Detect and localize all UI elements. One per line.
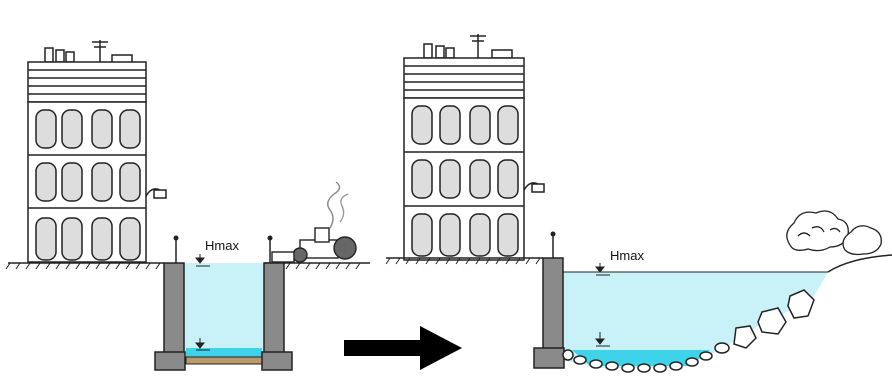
right-panel	[385, 34, 892, 373]
left-panel	[5, 40, 370, 371]
level-label-left: Hmax	[205, 238, 239, 253]
basin-right	[533, 231, 892, 369]
level-marker-right-icon	[594, 263, 610, 347]
street-lamp-right-icon	[523, 182, 545, 193]
building-left-icon	[27, 40, 147, 263]
tractor-icon	[271, 181, 357, 263]
street-lamp-left-icon	[145, 188, 167, 199]
rocks-icon	[562, 289, 815, 373]
level-marker-left-icon	[194, 254, 210, 351]
ground-right	[385, 257, 543, 265]
building-right-icon	[403, 34, 525, 261]
shrubs-icon	[786, 210, 882, 256]
level-label-right: Hmax	[610, 248, 644, 263]
arrow-right-icon	[344, 326, 462, 370]
